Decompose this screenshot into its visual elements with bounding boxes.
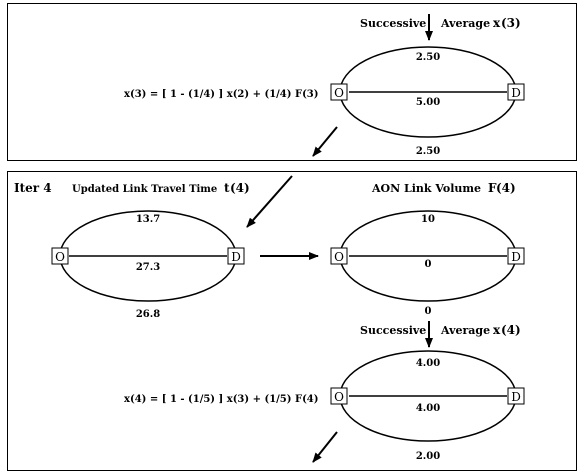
x3-symbol-main: x xyxy=(493,16,501,30)
t4-symbol-main: t xyxy=(224,181,230,195)
successive-label-bottom: Successive xyxy=(360,324,426,337)
node-o-x4-label: O xyxy=(334,390,344,404)
node-d-t4 xyxy=(227,247,245,265)
x3-symbol-sub: (3) xyxy=(501,16,521,30)
node-d-x3 xyxy=(507,83,525,101)
t4-mid-value: 27.3 xyxy=(136,262,160,273)
node-o-t4 xyxy=(51,247,69,265)
node-d-f4-label: D xyxy=(511,250,521,264)
aon-title: AON Link Volume xyxy=(371,182,481,195)
arrow-x3-to-next xyxy=(312,126,338,157)
formula-x4: x(4) = [ 1 - (1/5) ] x(3) + (1/5) F(4) xyxy=(124,394,319,405)
f4-bottom-value: 0 xyxy=(425,306,432,317)
f4-symbol-main: F xyxy=(488,181,497,195)
t4-bottom-value: 26.8 xyxy=(136,309,160,320)
successive-label-top: Successive xyxy=(360,17,426,30)
f4-mid-value: 0 xyxy=(425,259,432,270)
node-d-x3-label: D xyxy=(511,86,521,100)
node-o-t4-label: O xyxy=(55,250,65,264)
x4-mid-value: 4.00 xyxy=(416,403,440,414)
f4-top-value: 10 xyxy=(421,214,435,225)
x4-symbol-main: x xyxy=(493,323,501,337)
node-o-f4-label: O xyxy=(334,250,344,264)
top-panel-frame xyxy=(7,3,577,161)
iter-label: Iter 4 xyxy=(14,181,52,195)
arrow-x4-to-next xyxy=(312,431,338,463)
node-o-x4 xyxy=(330,387,348,405)
x4-top-value: 4.00 xyxy=(416,358,440,369)
x4-symbol-sub: (4) xyxy=(501,323,521,337)
arrow-into-travel-time xyxy=(246,175,293,228)
average-label-top: Average xyxy=(440,17,490,30)
node-o-x3 xyxy=(330,83,348,101)
x4-bottom-value: 2.00 xyxy=(416,451,440,462)
x3-mid-value: 5.00 xyxy=(416,97,440,108)
formula-x3: x(3) = [ 1 - (1/4) ] x(2) + (1/4) F(3) xyxy=(124,89,319,100)
f4-symbol-sub: (4) xyxy=(496,181,516,195)
node-d-x4 xyxy=(507,387,525,405)
node-d-f4 xyxy=(507,247,525,265)
node-o-x3-label: O xyxy=(334,86,344,100)
node-o-f4 xyxy=(330,247,348,265)
node-d-x4-label: D xyxy=(511,390,521,404)
average-label-bottom: Average xyxy=(440,324,490,337)
bottom-panel-frame xyxy=(7,171,577,471)
node-d-t4-label: D xyxy=(231,250,241,264)
x3-top-value: 2.50 xyxy=(416,52,440,63)
travel-time-title: Updated Link Travel Time xyxy=(72,184,217,195)
t4-symbol-sub: (4) xyxy=(230,181,250,195)
x3-bottom-value: 2.50 xyxy=(416,146,440,157)
t4-top-value: 13.7 xyxy=(136,214,160,225)
